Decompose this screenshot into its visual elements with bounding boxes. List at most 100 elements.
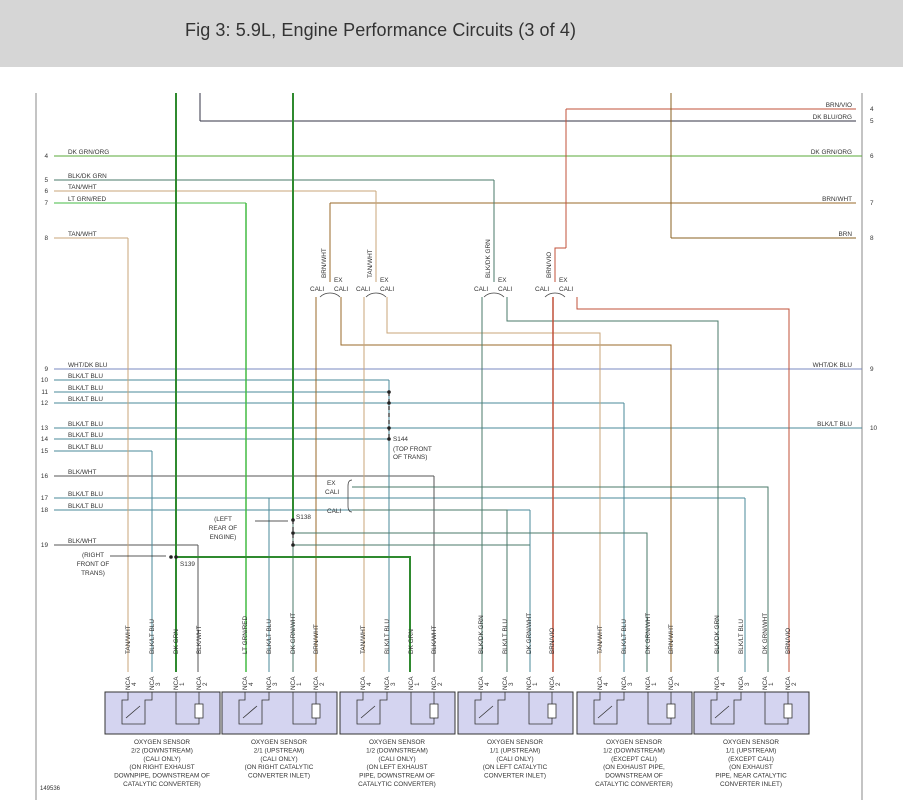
- left-pin-number: 15: [41, 448, 49, 455]
- sensor-pin-number: 2: [437, 682, 444, 686]
- sensor-pin-label: NCA: [549, 676, 556, 690]
- sensor-caption: (CALI ONLY): [496, 756, 533, 763]
- left-pin-number: 4: [44, 153, 48, 160]
- ex-cali-branch: [352, 486, 769, 672]
- left-wire-label: BLK/LT BLU: [68, 491, 103, 498]
- sensor-wire-label: BLK/LT BLU: [266, 619, 273, 654]
- sensor-caption: (ON LEFT EXHAUST: [367, 764, 428, 771]
- cali-wire-label: BLK/DK GRN: [485, 239, 492, 278]
- sensor-variable-icon: [360, 705, 376, 719]
- right-pin-number: 6: [870, 153, 874, 160]
- sensor-caption: DOWNSTREAM OF: [605, 773, 663, 780]
- sensor-caption: (EXCEPT CALI): [728, 756, 774, 763]
- sensor-wire-label: LT GRN/RED: [242, 616, 249, 654]
- right-pin-number: 10: [870, 425, 878, 432]
- left-pin-number: 19: [41, 542, 49, 549]
- diagram-frame: [35, 93, 863, 800]
- sensor-pin-label: NCA: [502, 676, 509, 690]
- ex-cali-label: CALI: [380, 286, 394, 293]
- sensor-pin-label: NCA: [597, 676, 604, 690]
- left-wire-label: BLK/LT BLU: [68, 421, 103, 428]
- sensor-wire-label: BRN/WHT: [668, 624, 675, 654]
- sensor-caption: CONVERTER INLET): [720, 781, 782, 788]
- sensor-caption: DOWNPIPE, DOWNSTREAM OF: [114, 773, 210, 780]
- splice-dot: [291, 531, 295, 535]
- right-wire-label: BLK/LT BLU: [817, 421, 852, 428]
- sensor-element-icon: [121, 692, 153, 725]
- sensor-caption: CATALYTIC CONVERTER): [358, 781, 436, 788]
- ex-label: EX: [559, 277, 568, 284]
- sensor-pin-number: 3: [627, 682, 634, 686]
- left-pin-number: 10: [41, 377, 49, 384]
- split-brace: [544, 292, 566, 298]
- sensor-pin-number: 4: [484, 682, 491, 686]
- right-pin-number: 5: [870, 118, 874, 125]
- mid-cali-label: CALI: [325, 489, 339, 496]
- sensor-pin-number: 2: [202, 682, 209, 686]
- sensor-pin-label: NCA: [360, 676, 367, 690]
- sensor-pin-number: 2: [791, 682, 798, 686]
- sensor-wire-label: DK GRN/WHT: [645, 613, 652, 654]
- sensor-caption: 1/1 (UPSTREAM): [726, 747, 776, 754]
- left-pin-number: 17: [41, 495, 49, 502]
- sensor-wire-label: TAN/WHT: [597, 625, 604, 654]
- sensor-pin-label: NCA: [526, 676, 533, 690]
- cali-label: CALI: [356, 286, 370, 293]
- sensor-pin-label: NCA: [266, 676, 273, 690]
- sensor-wire-label: BLK/DK GRN: [478, 615, 485, 654]
- left-wire-label: BLK/LT BLU: [68, 373, 103, 380]
- sensor-pin-number: 2: [555, 682, 562, 686]
- sensor-element-icon: [474, 692, 506, 725]
- sensor-wire-label: DK GRN/WHT: [762, 613, 769, 654]
- sensor-caption: OXYGEN SENSOR: [369, 739, 425, 746]
- sensor-element-icon: [356, 692, 388, 725]
- s138-branch-1: [293, 532, 648, 672]
- sensor-wire-label: BLK/WHT: [196, 625, 203, 654]
- s138-note: (LEFT: [214, 516, 232, 523]
- sensor-caption: OXYGEN SENSOR: [723, 739, 779, 746]
- left-wire-label: DK GRN/ORG: [68, 149, 109, 156]
- ex-cali-label: CALI: [559, 286, 573, 293]
- heater-resistor-icon: [547, 703, 557, 719]
- sensor-pin-number: 1: [414, 682, 421, 686]
- sensor-pin-label: NCA: [738, 676, 745, 690]
- mid-cali-label-2: CALI: [327, 508, 341, 515]
- s138-note: REAR OF: [209, 525, 238, 532]
- sensor-pin-label: NCA: [645, 676, 652, 690]
- sensor-pin-number: 1: [532, 682, 539, 686]
- left-wire-label: LT GRN/RED: [68, 196, 106, 203]
- sensor-caption: 2/1 (UPSTREAM): [254, 747, 304, 754]
- sensor-wire-label: TAN/WHT: [360, 625, 367, 654]
- heater-resistor-icon: [783, 703, 793, 719]
- sensor-caption: (ON EXHAUST PIPE,: [603, 764, 665, 771]
- left-wire-label: BLK/LT BLU: [68, 503, 103, 510]
- sensor-pin-label: NCA: [290, 676, 297, 690]
- sensor-pin-number: 4: [248, 682, 255, 686]
- sensor-pin-number: 1: [651, 682, 658, 686]
- sensor-caption: (CALI ONLY): [378, 756, 415, 763]
- split-brace: [365, 292, 387, 298]
- sensor-pin-number: 3: [508, 682, 515, 686]
- cali-wire-label: BRN/VIO: [546, 252, 553, 278]
- ex-cali-label: CALI: [334, 286, 348, 293]
- left-wire-label: TAN/WHT: [68, 184, 97, 191]
- sensor-caption: PIPE, DOWNSTREAM OF: [359, 773, 435, 780]
- heater-resistor-icon: [311, 703, 321, 719]
- right-wire-label: BRN: [839, 231, 853, 238]
- left-pin-number: 12: [41, 400, 49, 407]
- right-wire-label: WHT/DK BLU: [813, 362, 853, 369]
- sensor-wire-label: DK GRN: [173, 629, 180, 654]
- left-pin-number: 16: [41, 473, 49, 480]
- left-pin-number: 7: [44, 200, 48, 207]
- sensor-pin-label: NCA: [149, 676, 156, 690]
- sensor-caption: (ON LEFT CATALYTIC: [483, 764, 548, 771]
- sensor-element-icon: [593, 692, 625, 725]
- sensor-caption: OXYGEN SENSOR: [606, 739, 662, 746]
- sensor-pin-label: NCA: [313, 676, 320, 690]
- sensor-pin-label: NCA: [762, 676, 769, 690]
- sensor-caption: 1/1 (UPSTREAM): [490, 747, 540, 754]
- sensor-caption: OXYGEN SENSOR: [487, 739, 543, 746]
- sensor-wire-label: DK GRN: [408, 629, 415, 654]
- cali-wire-label: BRN/WHT: [321, 248, 328, 278]
